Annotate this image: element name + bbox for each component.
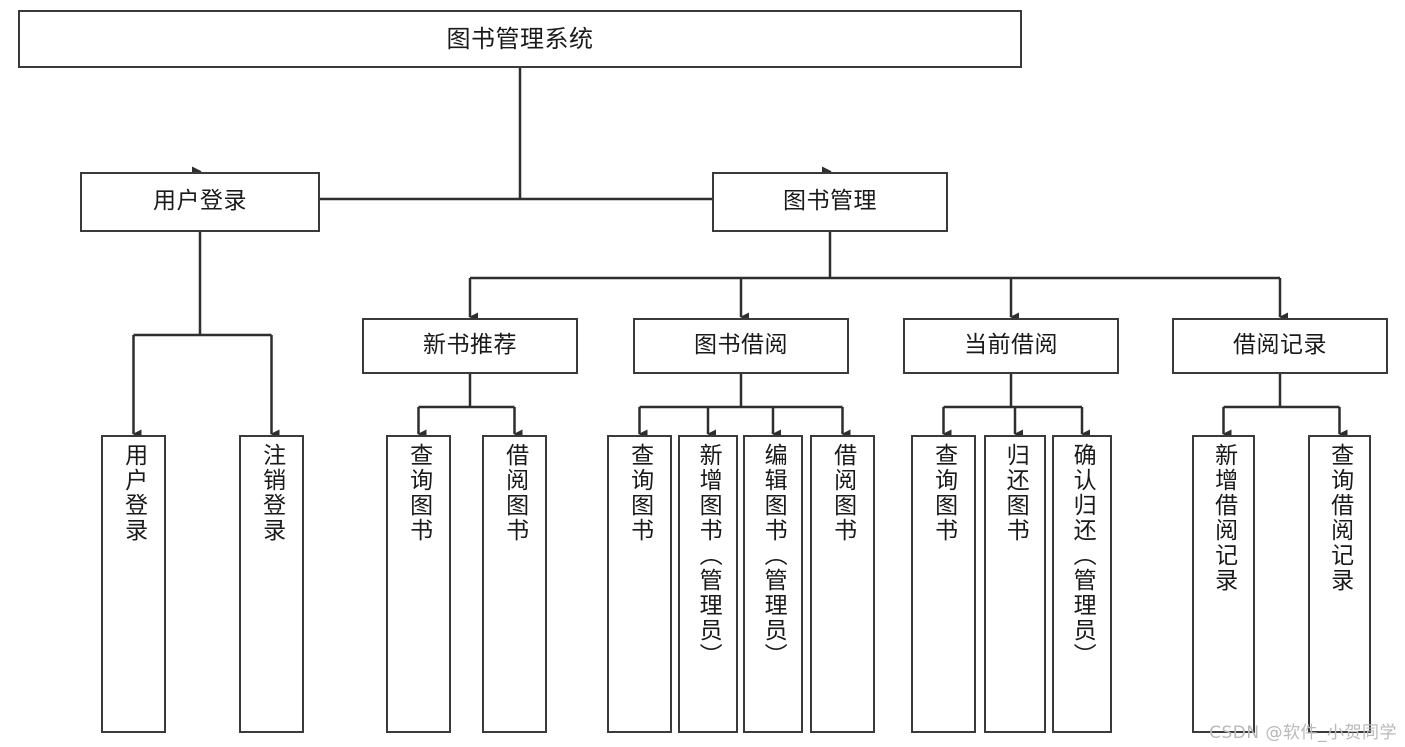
node-current-borrow[interactable]: 当前借阅 <box>903 318 1119 374</box>
node-label-current-borrow: 当前借阅 <box>964 332 1058 359</box>
node-leaf-logout[interactable]: 注销登录 <box>239 435 304 733</box>
node-leaf-user-login[interactable]: 用户登录 <box>101 435 166 733</box>
node-label-leaf-user-login: 用户登录 <box>120 443 147 543</box>
node-book-borrow[interactable]: 图书借阅 <box>633 318 849 374</box>
node-label-book-manage: 图书管理 <box>783 188 877 215</box>
node-label-leaf-borrow-book-2: 借阅图书 <box>829 443 856 543</box>
node-leaf-query-book-3[interactable]: 查询图书 <box>911 435 976 733</box>
node-label-leaf-query-borrow-record: 查询借阅记录 <box>1326 443 1353 593</box>
node-label-new-book-recommend: 新书推荐 <box>423 332 517 359</box>
node-book-manage[interactable]: 图书管理 <box>712 172 948 232</box>
node-label-book-borrow: 图书借阅 <box>694 332 788 359</box>
node-leaf-query-book-1[interactable]: 查询图书 <box>386 435 451 733</box>
node-root[interactable]: 图书管理系统 <box>18 10 1022 68</box>
node-label-leaf-confirm-return-admin: 确认归还（管理员） <box>1069 443 1096 668</box>
node-label-leaf-query-book-3: 查询图书 <box>930 443 957 543</box>
node-leaf-confirm-return-admin[interactable]: 确认归还（管理员） <box>1052 435 1112 733</box>
node-label-borrow-record: 借阅记录 <box>1233 332 1327 359</box>
node-label-leaf-edit-book-admin: 编辑图书（管理员） <box>760 443 787 668</box>
node-label-root: 图书管理系统 <box>446 24 594 53</box>
node-leaf-query-borrow-record[interactable]: 查询借阅记录 <box>1308 435 1371 733</box>
watermark-text: CSDN @软件_小贺同学 <box>1209 723 1397 743</box>
node-leaf-edit-book-admin[interactable]: 编辑图书（管理员） <box>743 435 803 733</box>
node-new-book-recommend[interactable]: 新书推荐 <box>362 318 578 374</box>
node-leaf-add-borrow-record[interactable]: 新增借阅记录 <box>1192 435 1255 733</box>
node-leaf-borrow-book-2[interactable]: 借阅图书 <box>810 435 875 733</box>
node-leaf-borrow-book-1[interactable]: 借阅图书 <box>482 435 547 733</box>
node-label-leaf-add-borrow-record: 新增借阅记录 <box>1210 443 1237 593</box>
node-leaf-return-book[interactable]: 归还图书 <box>984 435 1046 733</box>
node-label-user-login: 用户登录 <box>153 188 247 215</box>
node-label-leaf-return-book: 归还图书 <box>1002 443 1029 543</box>
node-label-leaf-borrow-book-1: 借阅图书 <box>501 443 528 543</box>
node-leaf-add-book-admin[interactable]: 新增图书（管理员） <box>678 435 738 733</box>
node-label-leaf-add-book-admin: 新增图书（管理员） <box>695 443 722 668</box>
node-label-leaf-logout: 注销登录 <box>258 443 285 543</box>
node-label-leaf-query-book-2: 查询图书 <box>626 443 653 543</box>
node-borrow-record[interactable]: 借阅记录 <box>1172 318 1388 374</box>
node-leaf-query-book-2[interactable]: 查询图书 <box>607 435 672 733</box>
node-label-leaf-query-book-1: 查询图书 <box>405 443 432 543</box>
node-user-login[interactable]: 用户登录 <box>80 172 320 232</box>
